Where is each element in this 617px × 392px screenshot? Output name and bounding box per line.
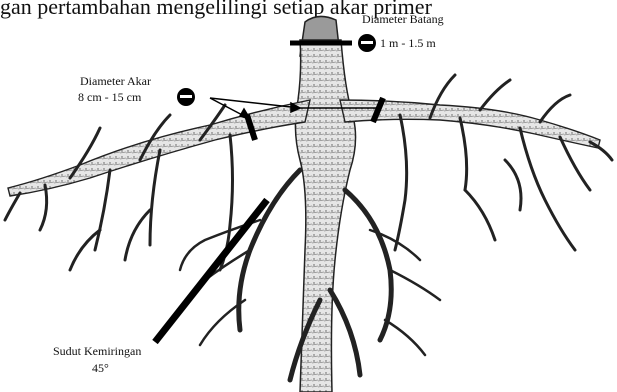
slope-indicator-line (155, 200, 267, 342)
slope-value: 45° (92, 361, 109, 376)
stem-diameter-value: 1 m - 1.5 m (380, 36, 436, 51)
slope-title: Sudut Kemiringan (53, 344, 141, 359)
root-left-main (8, 100, 310, 196)
root-diameter-value: 8 cm - 15 cm (78, 90, 141, 105)
diameter-symbol-icon (358, 34, 376, 52)
stem-diameter-title: Diameter Batang (362, 12, 444, 27)
diameter-symbol-icon (177, 88, 195, 106)
root-diameter-title: Diameter Akar (80, 74, 151, 89)
